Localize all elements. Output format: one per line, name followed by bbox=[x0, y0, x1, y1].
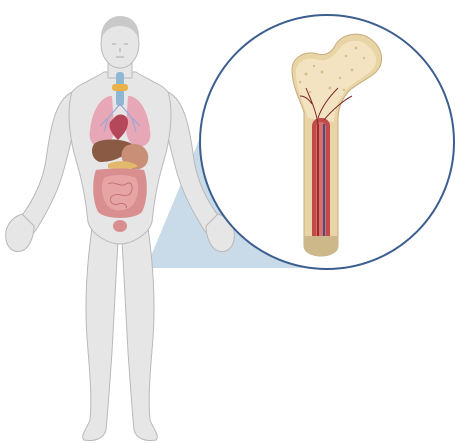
bone-end-cap bbox=[304, 236, 338, 256]
left-leg bbox=[83, 228, 118, 441]
small-intestine bbox=[102, 175, 138, 211]
bladder bbox=[113, 220, 127, 232]
right-leg bbox=[122, 228, 157, 441]
thyroid bbox=[112, 84, 128, 91]
